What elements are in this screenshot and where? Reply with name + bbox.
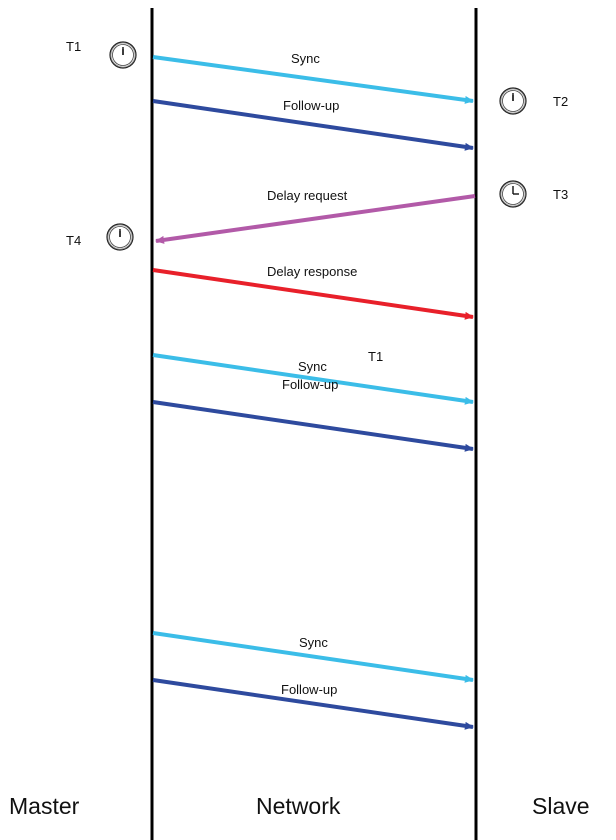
sync-arrow-2 [152, 353, 474, 405]
followup-arrow-1 [152, 99, 474, 151]
t3-label: T3 [553, 187, 568, 202]
clock-icon-t4 [106, 223, 134, 251]
followup-label-1: Follow-up [283, 98, 339, 113]
t4-label: T4 [66, 233, 81, 248]
clock-icon-t3 [499, 180, 527, 208]
sync-label-3: Sync [299, 635, 328, 650]
t2-label: T2 [553, 94, 568, 109]
clock-icon-t2 [499, 87, 527, 115]
t1-stray-label: T1 [368, 349, 383, 364]
sync-arrow-1 [152, 55, 474, 104]
sync-label-2: Sync [298, 359, 327, 374]
network-column-label: Network [256, 793, 341, 819]
t1-label: T1 [66, 39, 81, 54]
delay-response-label: Delay response [267, 264, 357, 279]
followup-label-3: Follow-up [281, 682, 337, 697]
sync-arrow-3 [152, 631, 474, 683]
master-column-label: Master [9, 793, 80, 819]
slave-column-label: Slave [532, 793, 590, 819]
sync-label-1: Sync [291, 51, 320, 66]
clock-icon-t1 [109, 41, 137, 69]
delay-response-arrow [152, 268, 474, 320]
followup-label-2: Follow-up [282, 377, 338, 392]
followup-arrow-2 [152, 400, 474, 452]
followup-arrow-3 [152, 678, 474, 730]
delay-request-label: Delay request [267, 188, 348, 203]
delay-request-arrow [155, 194, 476, 244]
